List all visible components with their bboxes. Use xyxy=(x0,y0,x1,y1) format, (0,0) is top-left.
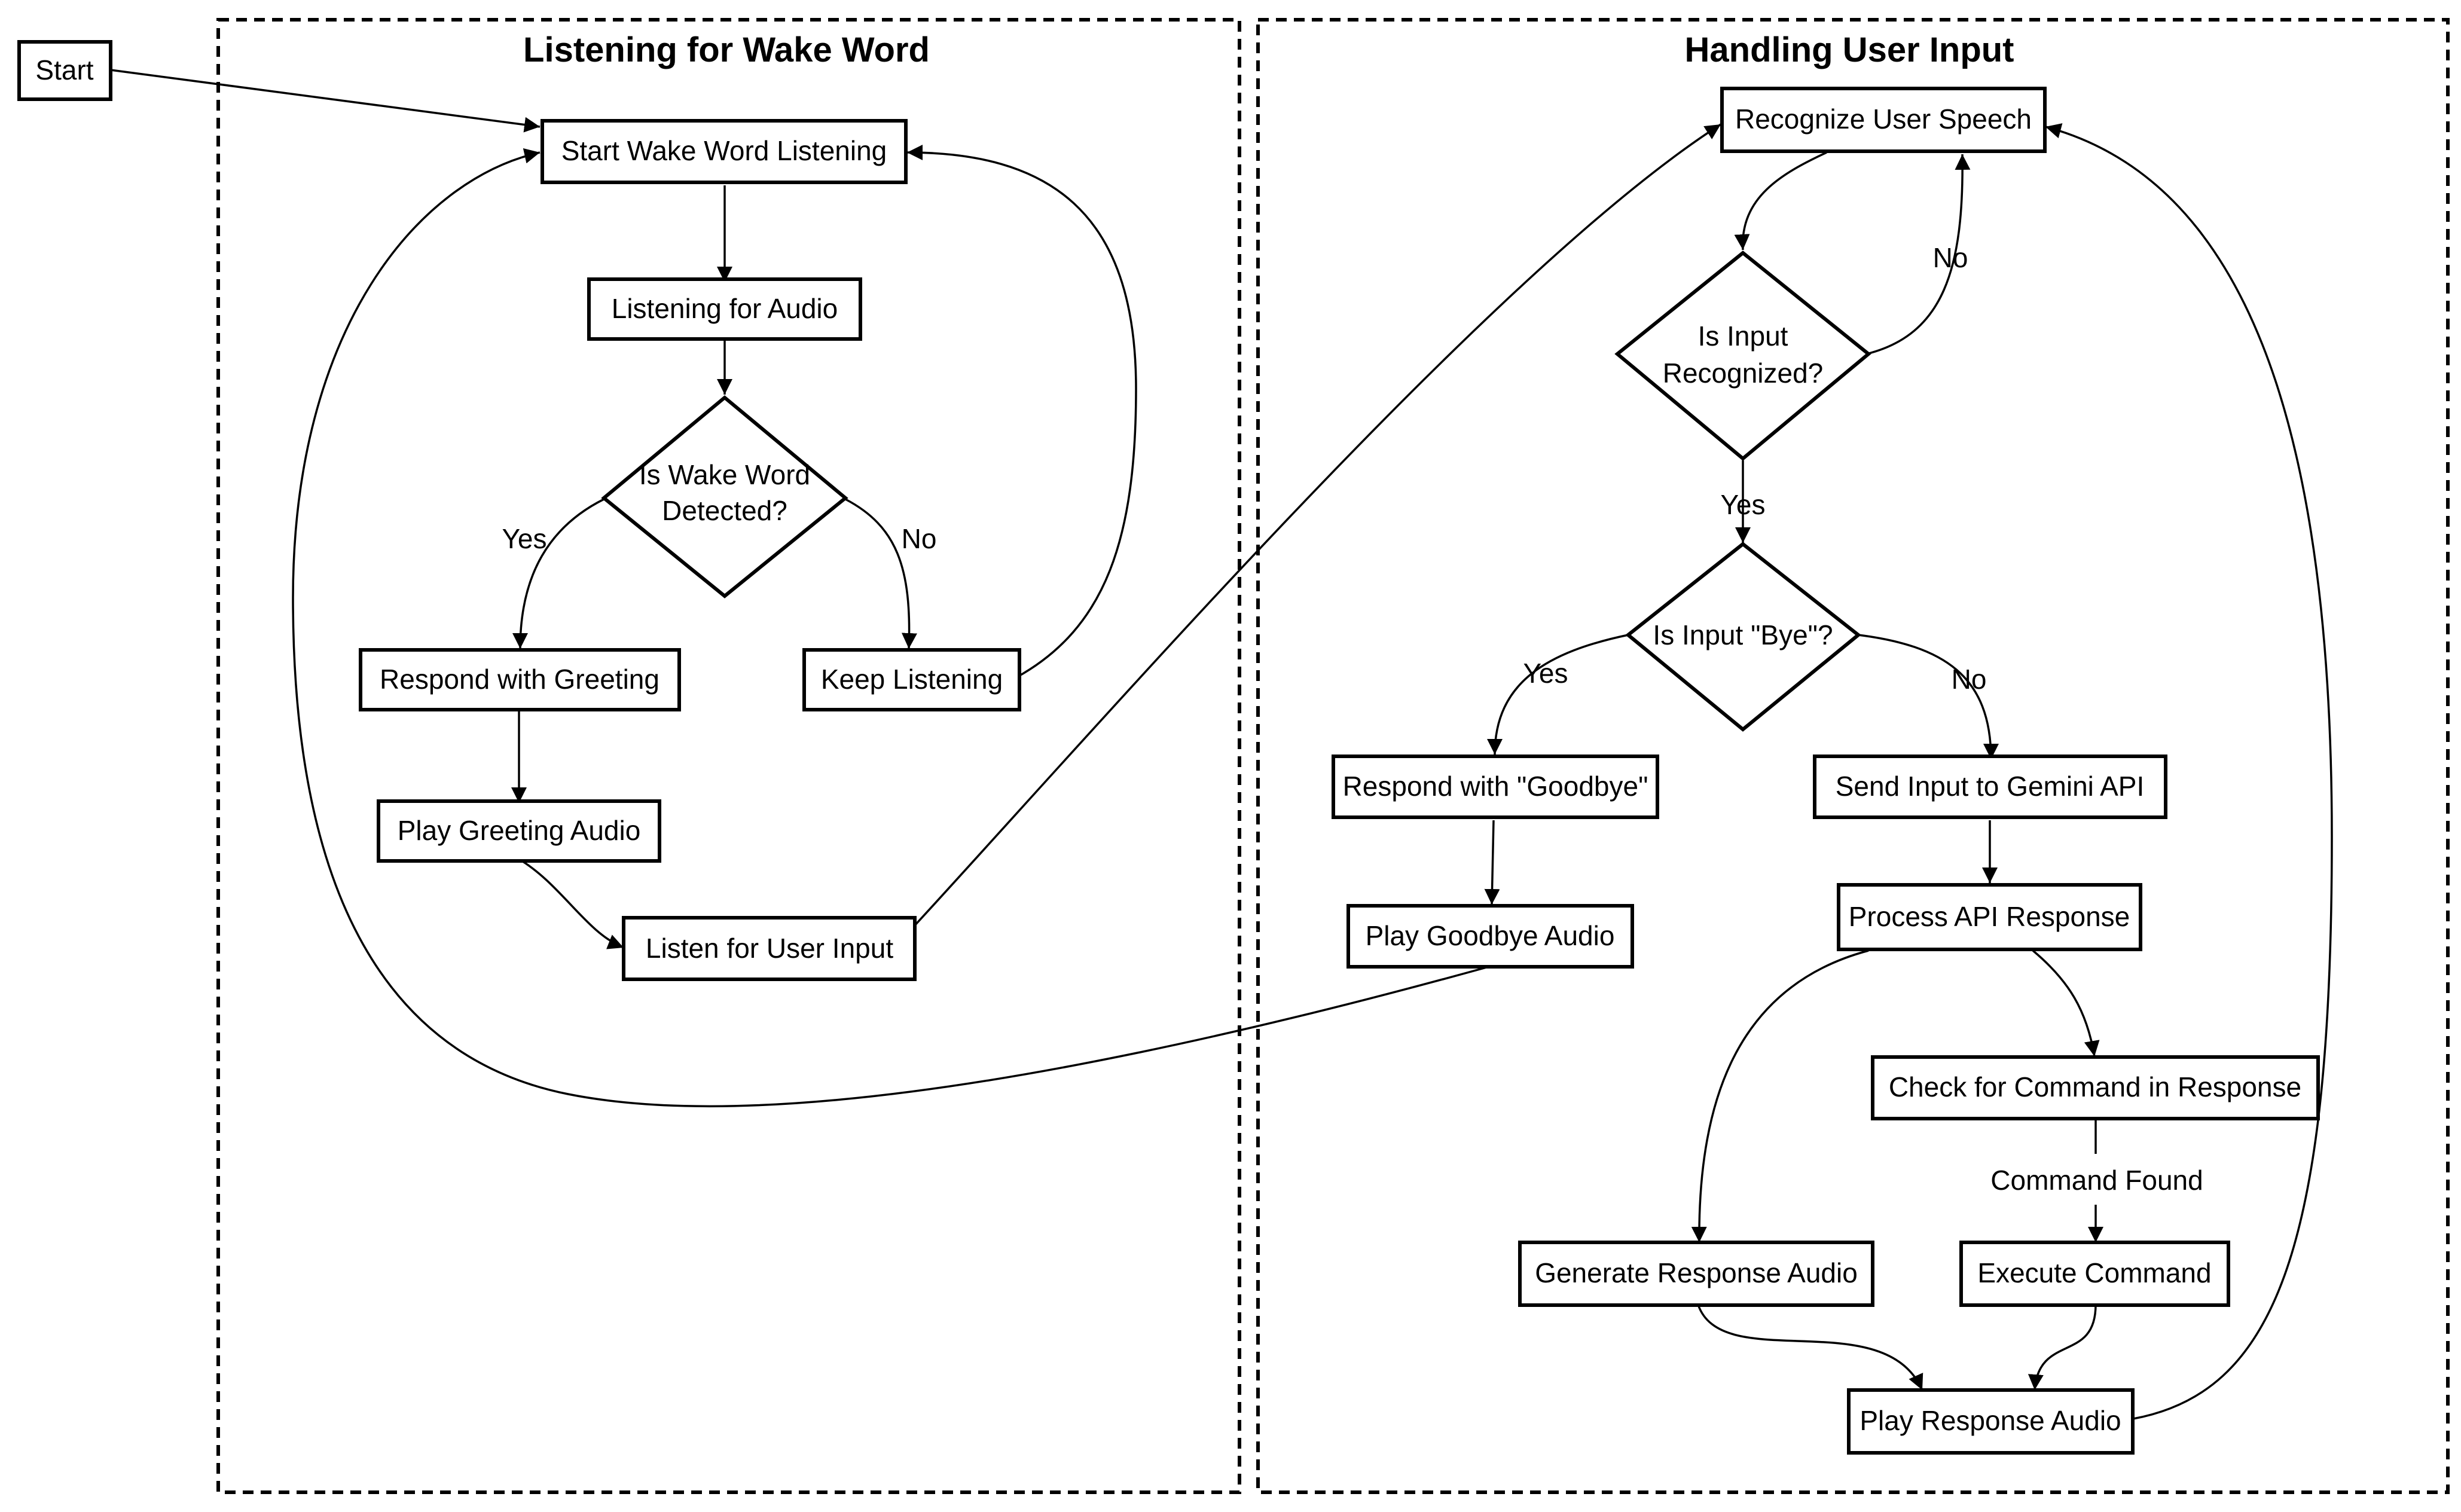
node-start: Start xyxy=(17,40,112,101)
node-send-input-to-gemini-label: Send Input to Gemini API xyxy=(1836,771,2145,802)
edge-recognize-to-decision xyxy=(1734,151,1827,251)
node-process-api-response: Process API Response xyxy=(1837,883,2142,951)
edge-bye-yes xyxy=(1487,634,1629,755)
node-start-label: Start xyxy=(35,54,93,85)
node-keep-listening-label: Keep Listening xyxy=(821,664,1003,695)
node-wake-word-decision-line1: Is Wake Word xyxy=(639,459,810,490)
node-play-greeting-audio: Play Greeting Audio xyxy=(377,799,661,863)
node-recognize-user-speech: Recognize User Speech xyxy=(1720,87,2047,153)
node-recognized-decision-line1: Is Input xyxy=(1698,320,1788,352)
edge-label-wake-no: No xyxy=(902,523,937,554)
edge-play-to-listen xyxy=(518,858,624,949)
edge-label-bye-yes: Yes xyxy=(1523,658,1568,689)
edge-keep-to-wake xyxy=(906,145,1137,679)
node-respond-with-greeting: Respond with Greeting xyxy=(359,648,681,711)
node-recognized-decision-line2: Recognized? xyxy=(1663,358,1824,389)
edge-process-to-check xyxy=(2032,949,2100,1057)
edge-start-to-wake xyxy=(110,69,541,133)
edge-decision-no xyxy=(845,498,917,649)
node-check-for-command: Check for Command in Response xyxy=(1871,1055,2320,1120)
edge-label-command-found: Command Found xyxy=(1990,1165,2203,1196)
node-generate-response-audio: Generate Response Audio xyxy=(1518,1241,1874,1307)
edge-execute-to-play xyxy=(2028,1304,2097,1391)
node-play-response-audio-label: Play Response Audio xyxy=(1860,1405,2121,1436)
node-play-greeting-audio-label: Play Greeting Audio xyxy=(398,815,641,846)
node-listening-for-audio-label: Listening for Audio xyxy=(612,293,838,324)
node-listen-for-user-input-label: Listen for User Input xyxy=(646,933,893,964)
node-wake-word-decision-line2: Detected? xyxy=(662,495,787,526)
node-send-input-to-gemini: Send Input to Gemini API xyxy=(1813,755,2167,819)
edge-goodbye-to-wake xyxy=(292,148,1489,1108)
node-recognize-user-speech-label: Recognize User Speech xyxy=(1735,103,2032,135)
cluster-user-input-title: Handling User Input xyxy=(1685,30,2014,69)
node-process-api-response-label: Process API Response xyxy=(1849,901,2130,932)
edge-process-to-generate xyxy=(1691,949,1869,1243)
node-respond-with-goodbye: Respond with "Goodbye" xyxy=(1332,755,1659,819)
node-bye-decision: Is Input "Bye"? xyxy=(1625,542,1861,732)
edge-label-bye-no: No xyxy=(1952,664,1987,695)
node-play-goodbye-audio-label: Play Goodbye Audio xyxy=(1366,920,1615,951)
edge-label-recognized-yes: Yes xyxy=(1720,489,1765,520)
edge-bye-no xyxy=(1858,634,1999,760)
edge-decision-yes xyxy=(512,498,604,649)
node-keep-listening: Keep Listening xyxy=(802,648,1021,711)
node-wake-word-decision: Is Wake Word Detected? xyxy=(601,395,848,598)
edge-label-wake-yes: Yes xyxy=(502,523,546,554)
node-execute-command: Execute Command xyxy=(1959,1241,2230,1307)
node-listen-for-user-input: Listen for User Input xyxy=(622,916,917,981)
edge-label-recognized-no: No xyxy=(1933,242,1968,273)
node-respond-with-goodbye-label: Respond with "Goodbye" xyxy=(1343,771,1648,802)
edges xyxy=(110,69,2333,1420)
node-bye-decision-label: Is Input "Bye"? xyxy=(1653,619,1833,650)
edge-labels: Yes No No Yes Yes No Command Found xyxy=(502,242,2203,1196)
node-execute-command-label: Execute Command xyxy=(1977,1257,2211,1288)
node-check-for-command-label: Check for Command in Response xyxy=(1889,1071,2301,1102)
node-play-goodbye-audio: Play Goodbye Audio xyxy=(1346,904,1634,969)
edge-recognized-no xyxy=(1866,154,1971,355)
edge-listen-to-recognize xyxy=(912,123,1721,928)
node-start-wake-word-listening: Start Wake Word Listening xyxy=(541,119,908,184)
node-start-wake-word-listening-label: Start Wake Word Listening xyxy=(561,135,887,166)
cluster-user-input xyxy=(1256,18,2450,1494)
cluster-wake-word-title: Listening for Wake Word xyxy=(523,30,930,69)
cluster-wake-word xyxy=(216,18,1241,1494)
node-generate-response-audio-label: Generate Response Audio xyxy=(1535,1257,1858,1288)
node-play-response-audio: Play Response Audio xyxy=(1847,1388,2135,1455)
node-recognized-decision: Is Input Recognized? xyxy=(1614,251,1871,461)
edge-generate-to-play xyxy=(1697,1304,1923,1391)
node-listening-for-audio: Listening for Audio xyxy=(587,277,862,341)
edge-play-response-to-recognize xyxy=(2045,123,2333,1420)
edge-goodbye-to-play xyxy=(1484,820,1500,905)
node-respond-with-greeting-label: Respond with Greeting xyxy=(380,664,659,695)
